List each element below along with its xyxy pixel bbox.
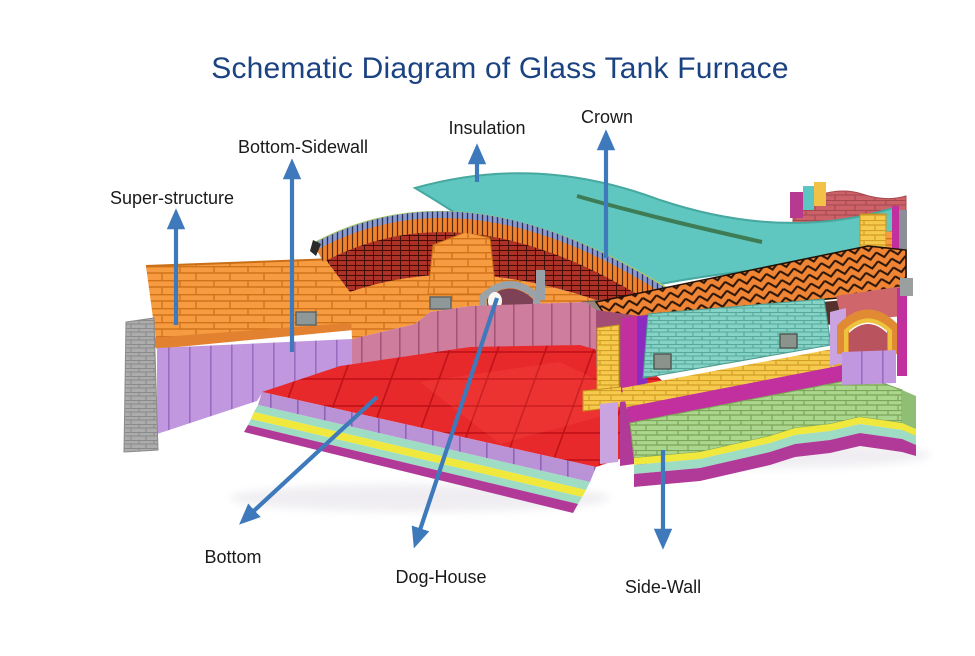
wall-pipe [536,270,545,300]
label-side-wall: Side-Wall [624,577,702,597]
page-title: Schematic Diagram of Glass Tank Furnace [211,52,789,85]
wall-vents [295,296,452,326]
roof-rib [576,194,763,244]
crown-underside [326,229,676,322]
back-wall [350,274,658,345]
label-crown: Crown [580,107,634,127]
label-dog-house: Dog-House [395,567,487,587]
label-bottom-sidewall: Bottom-Sidewall [237,137,369,157]
label-super-structure: Super-structure [109,188,235,208]
label-insulation: Insulation [448,118,526,138]
sidewall-section [582,298,916,487]
arrow-bottom [239,395,379,525]
label-bottom: Bottom [204,547,262,567]
burner-arch [830,278,913,385]
crown-arch [310,210,695,322]
tank-pink-wall [352,302,596,365]
sidewall-vent [779,333,798,349]
bottom-sidewall-lavender [157,339,352,434]
annotation-arrows [166,129,673,550]
corner-pillar [123,317,159,453]
sidewall-vent [653,353,672,370]
sidewall-yellow-ledge [622,348,843,409]
arrow-dog-house [411,297,499,549]
